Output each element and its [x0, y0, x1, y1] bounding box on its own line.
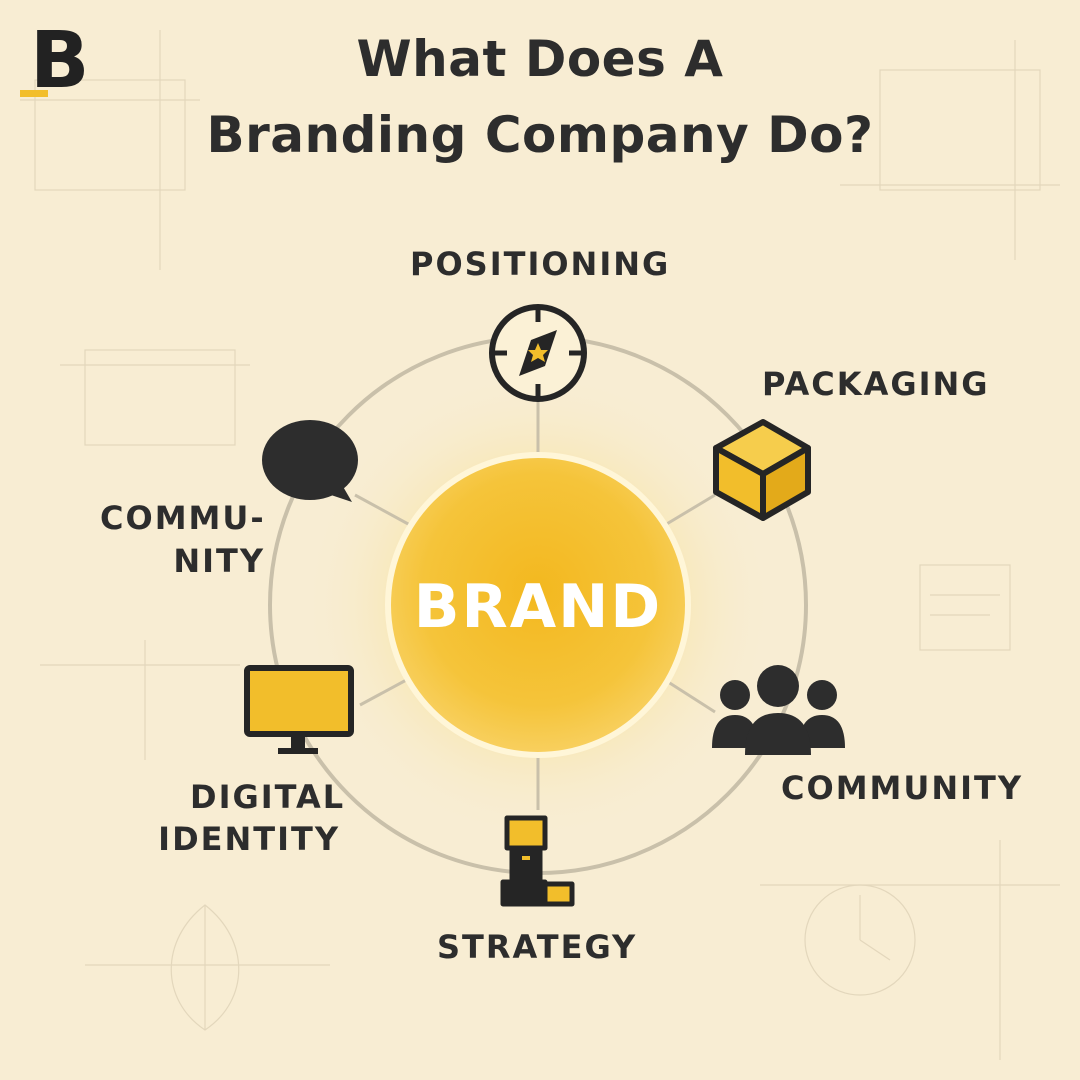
label-community-right: COMMUNITY	[781, 769, 1024, 807]
label-community-left-1: COMMU-	[100, 499, 266, 537]
compass-icon	[489, 304, 587, 402]
speech-bubble-icon	[262, 420, 358, 502]
label-strategy: STRATEGY	[437, 928, 638, 966]
title-line-1: What Does A	[356, 30, 724, 88]
label-identity: IDENTITY	[158, 820, 340, 858]
background-sketch	[20, 30, 1060, 1060]
label-digital: DIGITAL	[190, 778, 346, 816]
brand-label: BRAND	[413, 572, 663, 642]
label-community-left-2: NITY	[173, 542, 265, 580]
brand-circle	[385, 452, 691, 758]
label-positioning: POSITIONING	[410, 245, 671, 283]
monitor-icon	[244, 665, 354, 754]
title-line-2: Branding Company Do?	[206, 106, 874, 164]
people-icon	[712, 665, 845, 755]
chess-tower-icon	[500, 815, 575, 907]
box-icon	[713, 419, 811, 521]
label-packaging: PACKAGING	[762, 365, 990, 403]
logo-underline	[20, 90, 48, 97]
logo: B	[30, 16, 90, 106]
